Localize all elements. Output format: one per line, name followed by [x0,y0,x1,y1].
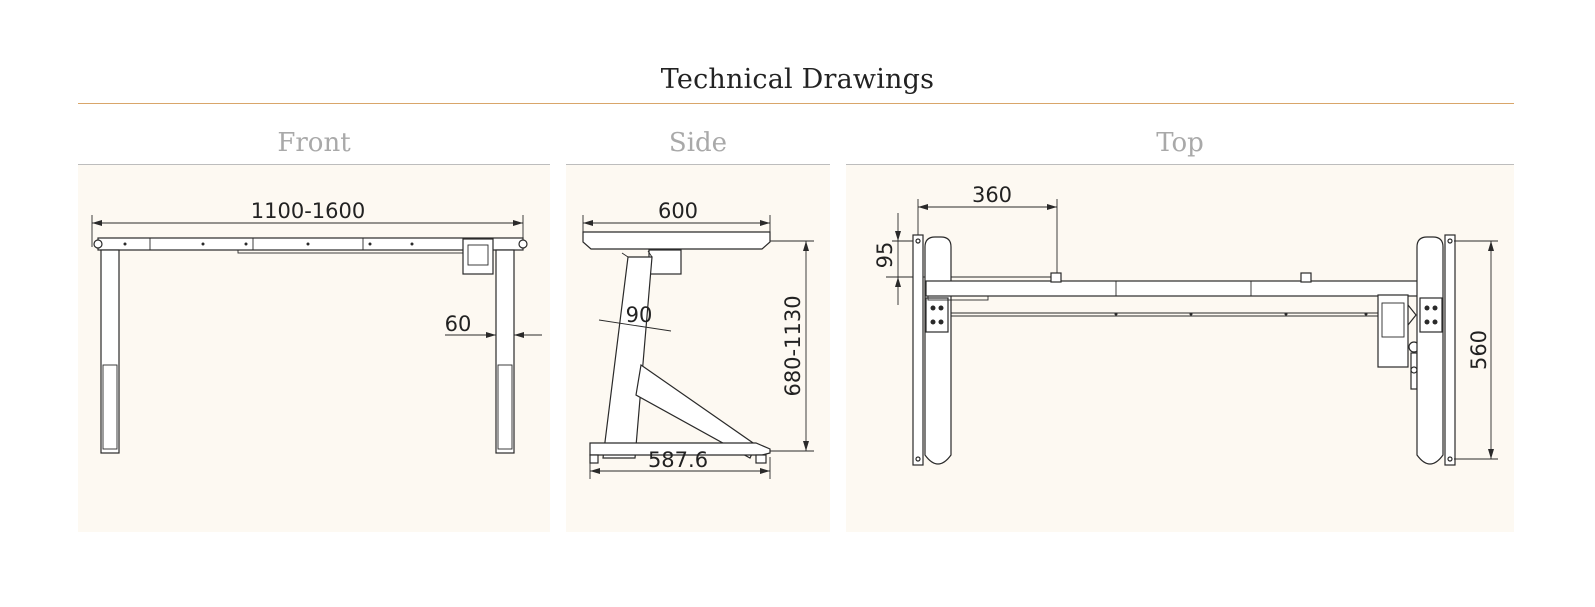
front-view-panel: 1100-1600 [78,165,550,532]
side-section-divider [566,164,830,165]
front-leg-label: 60 [445,312,472,336]
side-column [602,250,653,459]
top-depth-label: 560 [1467,330,1491,370]
page-title: Technical Drawings [660,64,935,95]
title-divider [78,103,1514,104]
top-left-plate [912,234,924,466]
top-right-foot [1416,236,1444,465]
front-section-divider [78,164,550,165]
top-view-panel: 360 95 [846,165,1514,532]
side-view-panel: 600 90 5 [566,165,830,532]
side-angle-marker: 90 [598,303,672,332]
side-depth-dimension: 600 [582,199,771,235]
side-view-drawing: 600 90 5 [582,199,814,479]
side-height-dimension: 680-1130 [770,240,814,452]
front-width-label: 1100-1600 [251,199,365,223]
top-cross-rails [925,272,1427,317]
front-left-leg [100,249,120,454]
top-offset-label: 360 [972,183,1012,207]
front-right-leg [495,249,515,454]
top-motor [1377,294,1420,390]
top-depth-dimension: 560 [1454,240,1498,460]
top-right-plate [1444,234,1456,466]
side-section-title: Side [668,128,728,158]
front-view-drawing: 1100-1600 [91,199,542,454]
top-section-divider [846,164,1514,165]
top-rail-label: 95 [873,242,897,269]
top-section-title: Top [1156,128,1204,158]
side-height-label: 680-1130 [781,295,805,396]
side-foot-strut [589,363,771,464]
top-left-foot [924,236,952,465]
front-leg-dimension: 60 [445,312,542,338]
side-top-plate [582,231,771,275]
side-base-dimension: 587.6 [589,448,771,479]
side-base-label: 587.6 [648,448,708,472]
side-angle-label: 90 [626,303,653,327]
side-depth-label: 600 [658,199,698,223]
front-frame [93,237,528,275]
front-section-title: Front [277,128,351,158]
top-view-drawing: 360 95 [873,183,1498,466]
